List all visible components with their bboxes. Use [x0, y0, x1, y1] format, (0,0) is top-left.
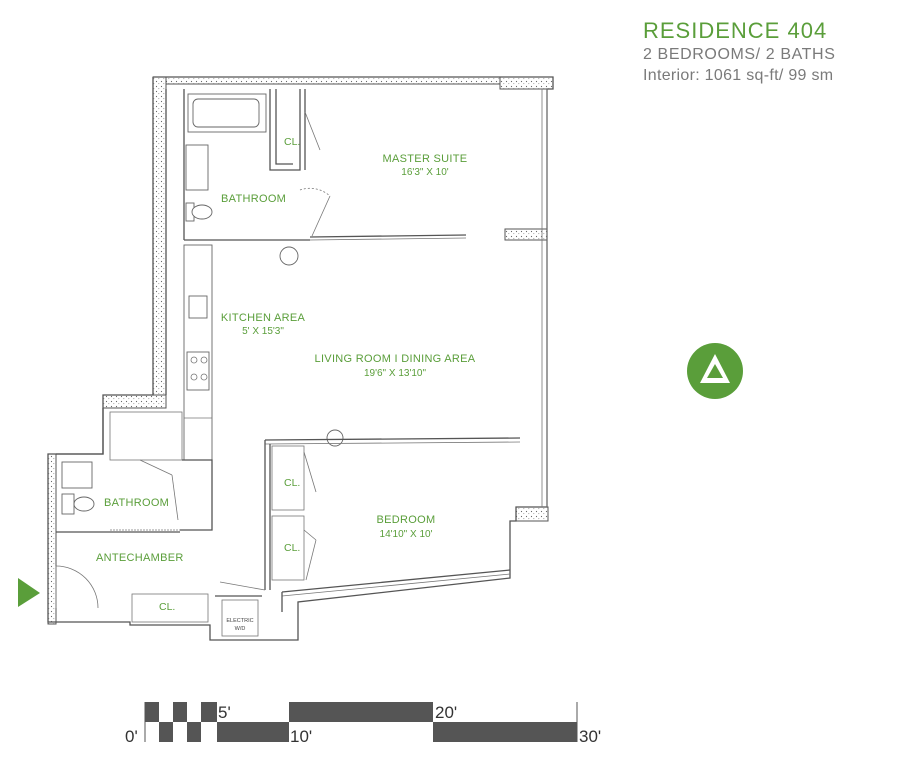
bedroom-label: BEDROOM	[377, 514, 436, 526]
scale-label-0: 0'	[125, 727, 138, 746]
bathroom-2-label: BATHROOM	[104, 497, 169, 509]
scale-label-30: 30'	[579, 727, 601, 746]
bathroom-2-toilet-tank	[61, 493, 75, 515]
master-suite-dims: 16'3" X 10'	[401, 167, 448, 178]
living-dims: 19'6" X 13'10"	[364, 368, 427, 379]
bedroom-bath-count: 2 BEDROOMS/ 2 BATHS	[643, 46, 836, 63]
master-closet-label: CL.	[284, 136, 300, 148]
bedroom-closet-1-label: CL.	[284, 477, 300, 489]
laundry-label-2: W/D	[235, 626, 246, 632]
residence-title: RESIDENCE 404	[643, 18, 828, 43]
north-arrow-icon	[687, 343, 743, 399]
interior-area: Interior: 1061 sq-ft/ 99 sm	[643, 67, 834, 84]
kitchen-sink	[188, 295, 208, 319]
kitchen-dims: 5' X 15'3"	[242, 326, 284, 337]
wall-outline	[47, 76, 554, 641]
cooktop	[186, 351, 210, 391]
bedroom-dims: 14'10" X 10'	[380, 529, 433, 540]
room-labels: MASTER SUITE 16'3" X 10' CL. BATHROOM KI…	[96, 136, 476, 632]
column	[279, 246, 299, 266]
laundry-label-1: ELECTRIC	[226, 618, 253, 624]
column	[326, 429, 344, 447]
kitchen-label: KITCHEN AREA	[221, 312, 306, 324]
entry-arrow-icon	[18, 578, 40, 607]
scale-label-20: 20'	[435, 703, 457, 722]
master-bathroom-label: BATHROOM	[221, 193, 286, 205]
bathroom-2-toilet	[73, 496, 95, 512]
master-suite-label: MASTER SUITE	[383, 153, 468, 165]
master-sink	[185, 144, 209, 191]
scale-label-5: 5'	[218, 703, 231, 722]
antechamber-closet-label: CL.	[159, 601, 175, 613]
bedroom-closet-2-label: CL.	[284, 542, 300, 554]
scale-bar: 0' 5' 10' 20' 30'	[125, 702, 601, 746]
bathroom-2-sink	[61, 461, 93, 489]
master-toilet	[191, 204, 213, 220]
living-label: LIVING ROOM I DINING AREA	[315, 353, 476, 365]
antechamber-label: ANTECHAMBER	[96, 552, 184, 564]
entry-door-swing	[55, 565, 99, 609]
scale-label-10: 10'	[290, 727, 312, 746]
title-block: RESIDENCE 404 2 BEDROOMS/ 2 BATHS Interi…	[643, 18, 835, 86]
